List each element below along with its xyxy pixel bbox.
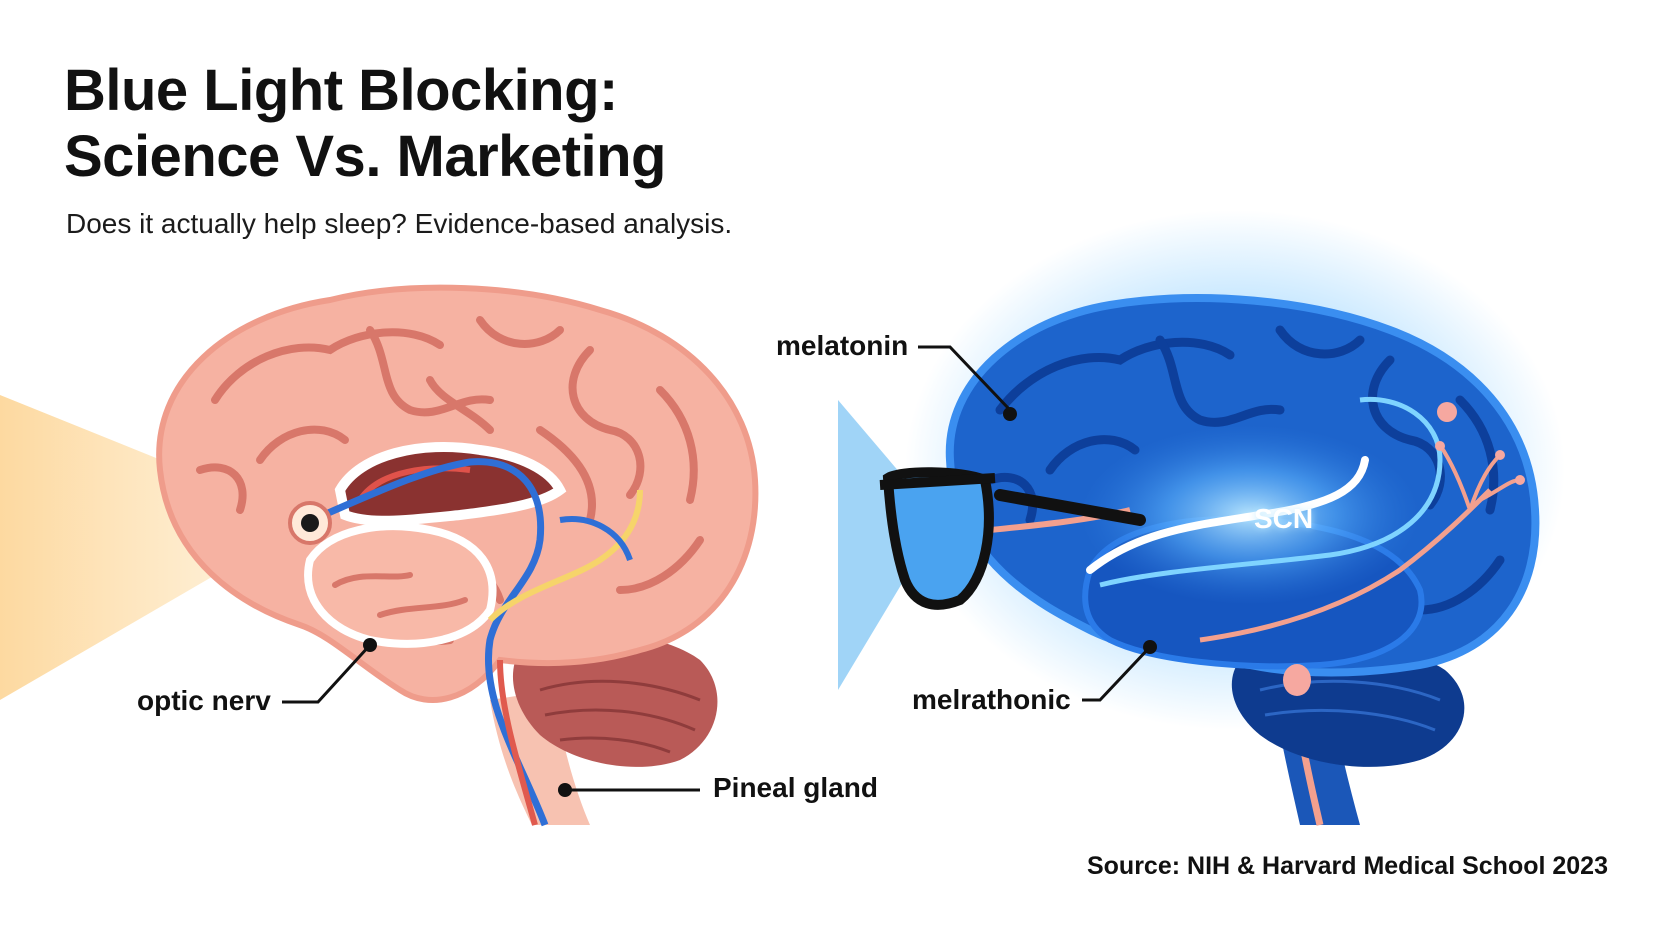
melatonin-dot: [1003, 407, 1017, 421]
right-cyan-pathway: [1099, 396, 1443, 588]
source-citation: Source: NIH & Harvard Medical School 202…: [1086, 852, 1608, 880]
blue-light-glasses-icon: [879, 467, 1146, 610]
melrathonic-dot: [1143, 640, 1157, 654]
pineal-gland-dot: [558, 783, 572, 797]
scn-label: SCN: [1254, 503, 1314, 534]
right-pink-node-small-2: [1495, 450, 1505, 460]
page-subtitle: Does it actually help sleep? Evidence-ba…: [66, 208, 733, 239]
left-cerebellum-folds: [539, 679, 701, 754]
right-light-beam: [838, 400, 940, 690]
right-pink-lower-pathway: [1199, 488, 1492, 643]
left-yellow-pathway: [487, 489, 643, 623]
left-temporal-folds: [332, 572, 468, 618]
optic-nerve-label: optic nerv: [137, 685, 271, 716]
melrathonic-label: melrathonic: [912, 684, 1071, 715]
melrathonic-leader: [1082, 645, 1152, 702]
optic-nerve-leader: [282, 643, 372, 704]
left-temporal-lobe: [304, 522, 497, 648]
right-brain-folds: [985, 325, 1505, 615]
page-title: Blue Light Blocking: Science Vs. Marketi…: [64, 58, 666, 190]
melatonin-label: melatonin: [776, 330, 909, 361]
title-line-2: Science Vs. Marketing: [64, 124, 666, 189]
left-eye-pupil: [301, 514, 319, 532]
left-red-pathway: [497, 659, 538, 826]
melatonin-leader: [918, 345, 1012, 412]
right-cerebellum-folds: [1259, 679, 1441, 732]
title-line-1: Blue Light Blocking:: [64, 58, 618, 123]
right-pink-node-small-1: [1435, 441, 1445, 451]
left-brain: [0, 284, 759, 827]
right-pineal-node: [1283, 664, 1311, 696]
left-blue-pathway: [298, 458, 549, 827]
left-blue-branch: [559, 516, 633, 562]
right-pink-node-small-3: [1515, 475, 1525, 485]
pineal-gland-label: Pineal gland: [713, 772, 878, 803]
right-pink-node: [1437, 402, 1457, 422]
scn-pathway: [1086, 456, 1369, 574]
optic-nerve-dot: [363, 638, 377, 652]
left-light-beam: [0, 395, 310, 700]
right-brain: [838, 210, 1565, 826]
left-ventricle-edge: [357, 465, 471, 502]
